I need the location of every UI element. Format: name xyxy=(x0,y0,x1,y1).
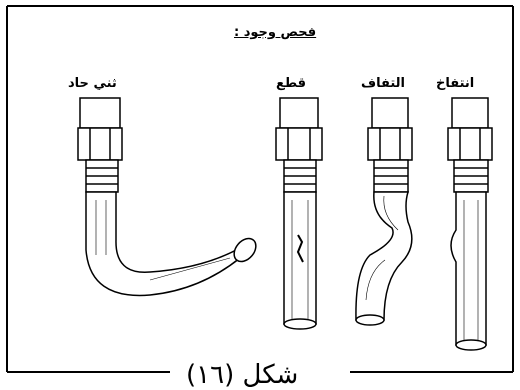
label-bulge: انتفاخ xyxy=(436,76,474,91)
diagram-title: فحص وجود : xyxy=(234,25,316,40)
hose-twist xyxy=(356,98,412,325)
label-sharp-bend: ثني حاد xyxy=(68,76,117,91)
hose-bulge xyxy=(448,98,492,350)
figure-caption: شكل (١٦) xyxy=(180,360,304,390)
hose-sharp-bend xyxy=(78,98,260,295)
label-cut: قطع xyxy=(276,76,306,91)
hose-cut xyxy=(276,98,322,329)
diagram-frame xyxy=(7,6,513,372)
label-twist: التفاف xyxy=(361,76,405,91)
